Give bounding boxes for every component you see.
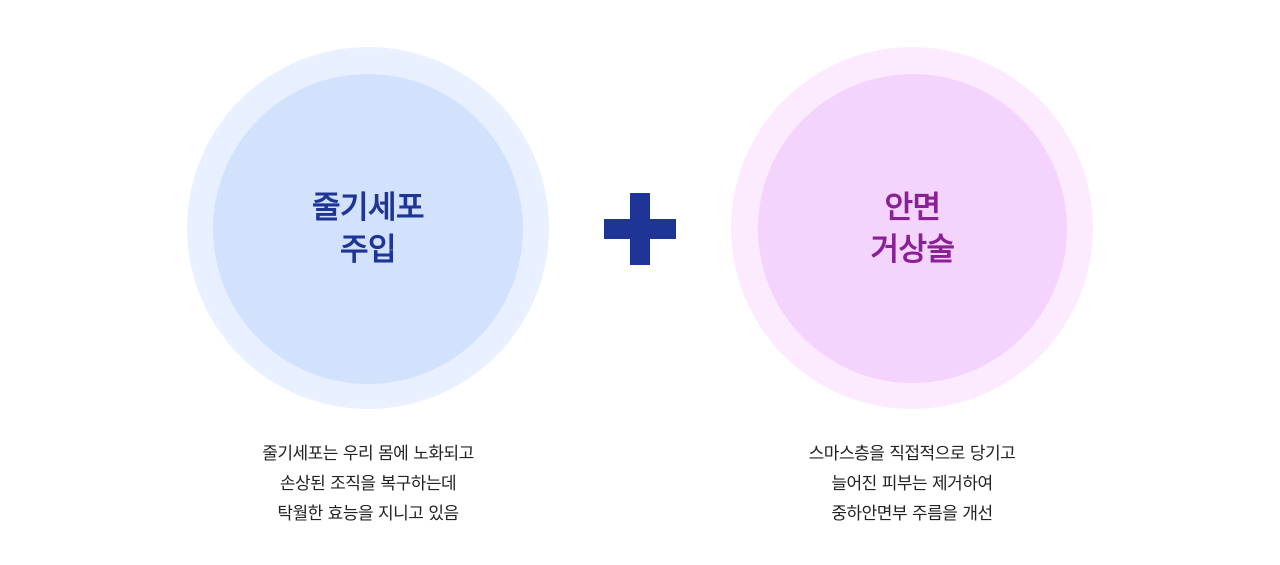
stem-cell-title-line-2: 주입 <box>339 232 397 268</box>
facelift-description-line-3: 중하안면부 주름을 개선 <box>831 504 993 524</box>
facelift-description-line-2: 늘어진 피부는 제거하여 <box>831 474 993 494</box>
stem-cell-title-line-1: 줄기세포 <box>311 190 425 226</box>
stem-cell-circle: 줄기세포 주입 <box>213 74 523 384</box>
facelift-description: 스마스층을 직접적으로 당기고 늘어진 피부는 제거하여 중하안면부 주름을 개… <box>702 439 1122 529</box>
stem-cell-description-line-2: 손상된 조직을 복구하는데 <box>279 474 457 494</box>
facelift-title-line-1: 안면 <box>884 189 941 226</box>
plus-icon-vertical-bar <box>630 193 650 265</box>
facelift-circle: 안면 거상술 <box>758 74 1067 383</box>
plus-icon <box>604 193 676 265</box>
stem-cell-description-line-3: 탁월한 효능을 지니고 있음 <box>277 504 459 524</box>
stem-cell-description-line-1: 줄기세포는 우리 몸에 노화되고 <box>262 444 474 464</box>
facelift-title-line-2: 거상술 <box>870 231 955 268</box>
facelift-description-line-1: 스마스층을 직접적으로 당기고 <box>808 444 1016 464</box>
stem-cell-description: 줄기세포는 우리 몸에 노화되고 손상된 조직을 복구하는데 탁월한 효능을 지… <box>158 439 578 529</box>
